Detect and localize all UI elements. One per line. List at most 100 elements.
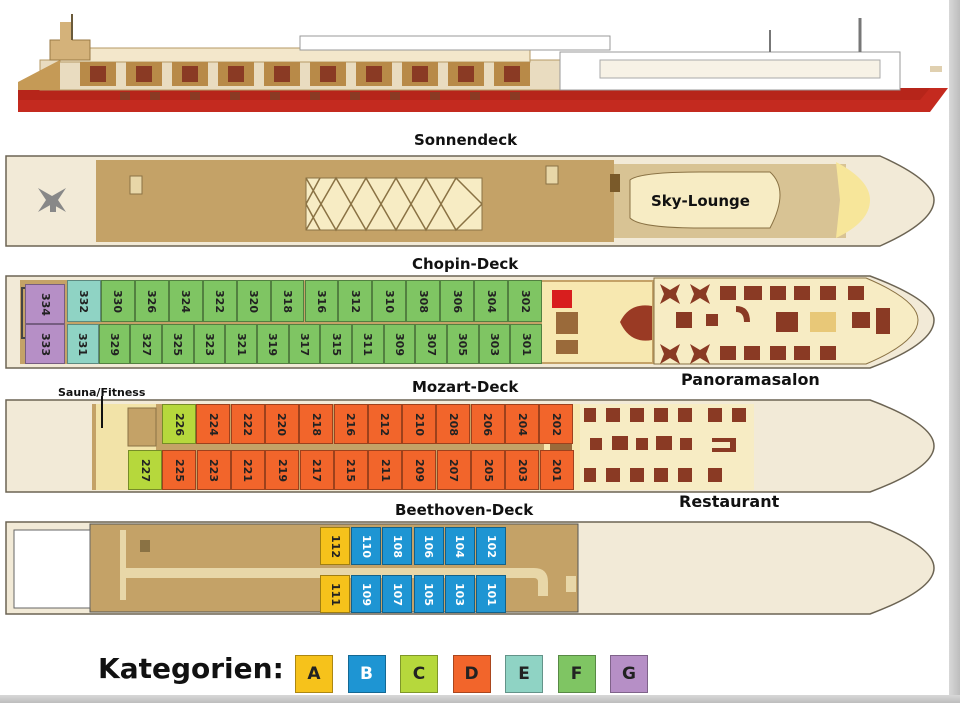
cabin-number: 101 — [484, 582, 498, 606]
cabin-number: 111 — [328, 582, 342, 606]
legend-category-e: E — [505, 655, 543, 693]
cabin-206: 206 — [470, 404, 505, 444]
cabin-216: 216 — [333, 404, 368, 444]
cabin-number: 203 — [515, 458, 529, 482]
cabin-222: 222 — [230, 404, 265, 444]
cabin-221: 221 — [230, 450, 265, 490]
cabin-number: 205 — [481, 458, 495, 482]
cabin-number: 334 — [38, 292, 52, 316]
cabin-number: 201 — [550, 458, 564, 482]
cabin-number: 202 — [549, 412, 563, 436]
cabin-number: 306 — [450, 289, 464, 313]
cabin-324: 324 — [168, 280, 203, 322]
cabin-323: 323 — [193, 324, 226, 364]
cabin-205: 205 — [471, 450, 505, 490]
cabin-number: 105 — [422, 582, 436, 606]
frame-edge-right — [949, 0, 960, 703]
cabin-320: 320 — [236, 280, 271, 322]
cabin-number: 209 — [412, 458, 426, 482]
legend-category-f: F — [557, 655, 596, 693]
cabin-102: 102 — [476, 527, 506, 565]
cabin-303: 303 — [478, 324, 511, 364]
cabin-101: 101 — [476, 575, 506, 613]
cabin-208: 208 — [436, 404, 471, 444]
cabin-number: 107 — [390, 582, 404, 606]
cabin-330: 330 — [100, 280, 135, 322]
sky-lounge-label: Sky-Lounge — [651, 192, 750, 210]
cabin-327: 327 — [130, 324, 162, 364]
cabin-321: 321 — [225, 324, 257, 364]
cabin-number: 330 — [111, 289, 125, 313]
cabin-number: 331 — [76, 332, 90, 356]
cabin-number: 103 — [453, 582, 467, 606]
cabin-227: 227 — [128, 450, 162, 490]
cabin-number: 332 — [77, 289, 91, 313]
cabin-329: 329 — [98, 324, 131, 364]
cabin-202: 202 — [539, 404, 574, 444]
cabin-108: 108 — [382, 527, 413, 565]
cabin-number: 308 — [416, 289, 430, 313]
cabin-306: 306 — [440, 280, 475, 322]
legend-category-b: B — [347, 655, 386, 693]
cabin-104: 104 — [444, 527, 475, 565]
cabin-318: 318 — [270, 280, 305, 322]
cabin-111: 111 — [320, 575, 350, 613]
cabin-number: 333 — [38, 332, 52, 356]
cabin-number: 104 — [453, 534, 467, 558]
mozart-deck-title: Mozart-Deck — [412, 378, 519, 396]
cabin-223: 223 — [196, 450, 231, 490]
cabin-number: 216 — [344, 412, 357, 436]
cabin-number: 307 — [424, 332, 438, 356]
panoramasalon-label: Panoramasalon — [681, 370, 820, 389]
cabin-number: 311 — [361, 332, 375, 356]
frame-edge-bottom — [0, 695, 960, 703]
cabin-number: 108 — [390, 534, 404, 558]
cabin-307: 307 — [415, 324, 447, 364]
cabin-number: 321 — [234, 332, 248, 356]
cabin-number: 109 — [359, 582, 373, 606]
cabin-301: 301 — [510, 324, 542, 364]
cabin-number: 222 — [241, 412, 255, 436]
cabin-332: 332 — [67, 280, 101, 322]
sauna-fitness-label: Sauna/Fitness — [58, 386, 146, 399]
cabin-number: 110 — [359, 534, 373, 558]
cabin-number: 207 — [447, 458, 461, 482]
cabin-number: 220 — [275, 412, 289, 436]
cabin-number: 301 — [519, 332, 533, 356]
cabin-217: 217 — [299, 450, 334, 490]
cabin-number: 112 — [328, 534, 342, 558]
cabin-325: 325 — [162, 324, 194, 364]
cabin-333: 333 — [25, 324, 65, 364]
cabin-number: 224 — [206, 412, 220, 436]
cabin-212: 212 — [367, 404, 402, 444]
cabin-106: 106 — [413, 527, 444, 565]
cabin-number: 227 — [138, 458, 152, 482]
cabin-number: 302 — [518, 289, 532, 313]
cabin-number: 329 — [107, 332, 121, 356]
cabin-number: 223 — [207, 458, 221, 482]
cabin-219: 219 — [265, 450, 300, 490]
legend-category-a: A — [295, 655, 333, 693]
cabin-number: 208 — [446, 412, 460, 436]
cabin-207: 207 — [436, 450, 471, 490]
cabin-220: 220 — [264, 404, 299, 444]
cabin-number: 212 — [378, 412, 392, 436]
legend-category-g: G — [610, 655, 648, 693]
cabin-number: 211 — [378, 458, 392, 482]
cabin-201: 201 — [539, 450, 574, 490]
cabin-311: 311 — [352, 324, 384, 364]
cabin-number: 210 — [412, 412, 426, 436]
cabin-315: 315 — [320, 324, 352, 364]
cabin-number: 102 — [484, 534, 498, 558]
legend-title: Kategorien: — [98, 652, 284, 685]
cabin-112: 112 — [320, 527, 350, 565]
cabin-103: 103 — [444, 575, 475, 613]
cabin-209: 209 — [402, 450, 437, 490]
cabin-308: 308 — [406, 280, 441, 322]
cabin-number: 312 — [348, 289, 362, 313]
cabin-number: 304 — [484, 289, 498, 313]
cabin-310: 310 — [372, 280, 407, 322]
cabin-316: 316 — [304, 280, 339, 322]
cabin-309: 309 — [383, 324, 416, 364]
cabin-109: 109 — [351, 575, 382, 613]
